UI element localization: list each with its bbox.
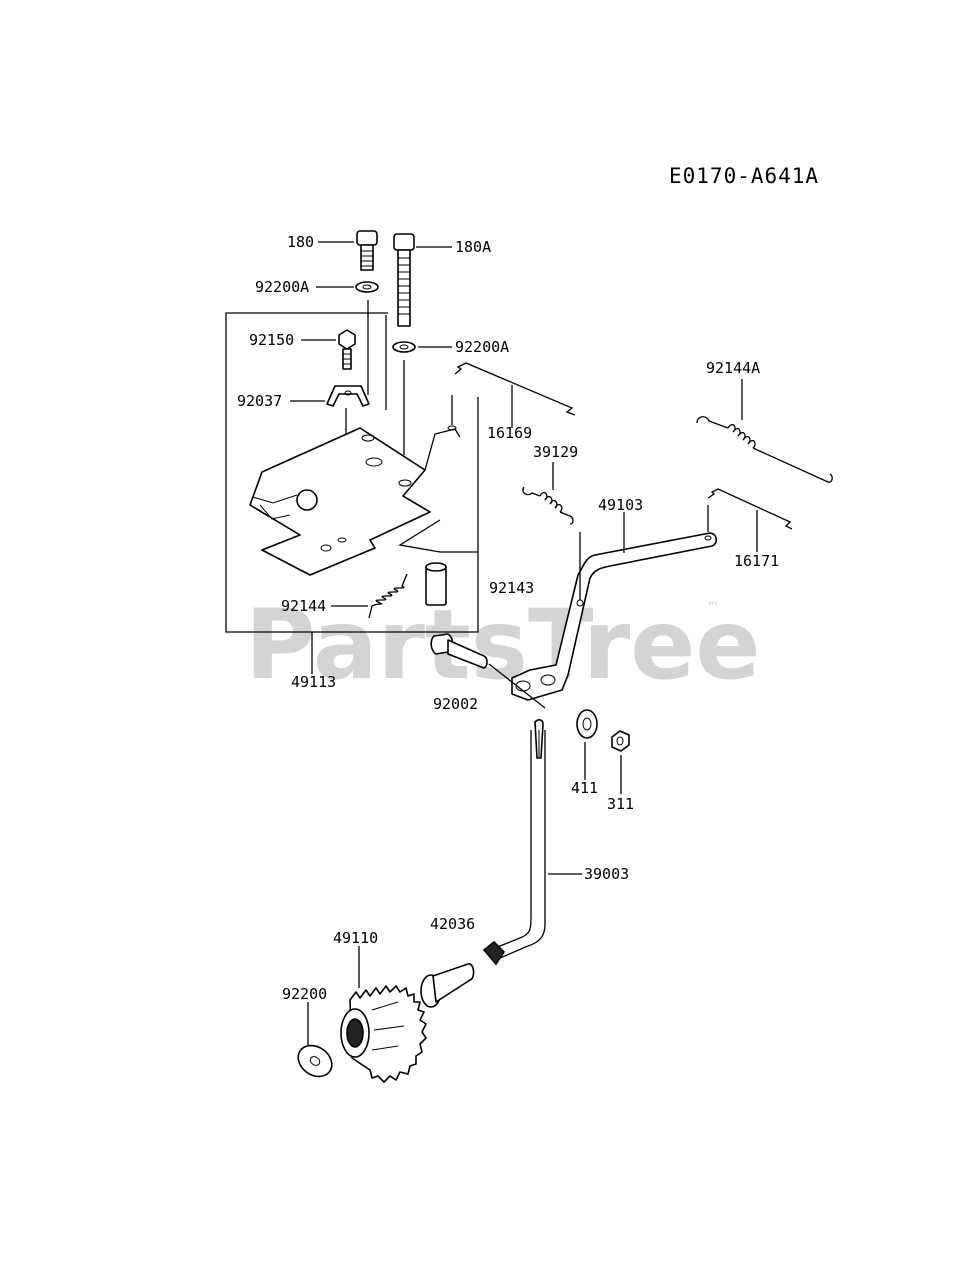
label-180A[interactable]: 180A [455, 238, 491, 256]
bolt-92002[interactable] [430, 633, 488, 669]
rod-39003[interactable] [482, 730, 546, 966]
spring-92144A[interactable] [696, 416, 833, 483]
diagram-code: E0170-A641A [669, 164, 819, 188]
assembly-line-92002 [488, 663, 546, 709]
washer-92200A-left[interactable] [355, 281, 379, 293]
label-92143[interactable]: 92143 [489, 579, 534, 597]
label-92150[interactable]: 92150 [249, 331, 294, 349]
cotter-pin[interactable] [534, 719, 544, 759]
spring-39129[interactable] [522, 486, 574, 525]
watermark-trademark: ™ [706, 600, 720, 616]
label-49113[interactable]: 49113 [291, 673, 336, 691]
label-311[interactable]: 311 [607, 795, 634, 813]
watermark-text: PartsTree [245, 589, 760, 701]
clamp-92037[interactable] [326, 385, 370, 407]
label-42036[interactable]: 42036 [430, 915, 475, 933]
pin-42036[interactable] [420, 963, 475, 1008]
label-49110[interactable]: 49110 [333, 929, 378, 947]
control-plate[interactable] [249, 425, 461, 576]
label-16171[interactable]: 16171 [734, 552, 779, 570]
assembly-bracket-49113 [225, 312, 479, 633]
link-line-collar [398, 519, 478, 553]
label-92144A[interactable]: 92144A [706, 359, 760, 377]
label-16169[interactable]: 16169 [487, 424, 532, 442]
label-49103[interactable]: 49103 [598, 496, 643, 514]
washer-411[interactable] [576, 709, 598, 739]
label-92200A-left[interactable]: 92200A [255, 278, 309, 296]
label-92200[interactable]: 92200 [282, 985, 327, 1003]
label-92002[interactable]: 92002 [433, 695, 478, 713]
label-411[interactable]: 411 [571, 779, 598, 797]
label-39003[interactable]: 39003 [584, 865, 629, 883]
gear-49110[interactable] [340, 985, 427, 1083]
rod-16169[interactable] [454, 362, 576, 416]
label-92144[interactable]: 92144 [281, 597, 326, 615]
bolt-180[interactable] [356, 230, 378, 271]
label-180[interactable]: 180 [287, 233, 314, 251]
screw-92150[interactable] [338, 329, 356, 370]
label-92200A-right[interactable]: 92200A [455, 338, 509, 356]
washer-92200A-right[interactable] [392, 341, 416, 353]
rod-16171[interactable] [707, 488, 793, 530]
label-92037[interactable]: 92037 [237, 392, 282, 410]
label-39129[interactable]: 39129 [533, 443, 578, 461]
washer-92200[interactable] [292, 1039, 338, 1083]
nut-311[interactable] [611, 730, 630, 752]
spring-92144[interactable] [368, 573, 408, 619]
collar[interactable] [425, 562, 447, 606]
bolt-180A[interactable] [393, 233, 415, 327]
